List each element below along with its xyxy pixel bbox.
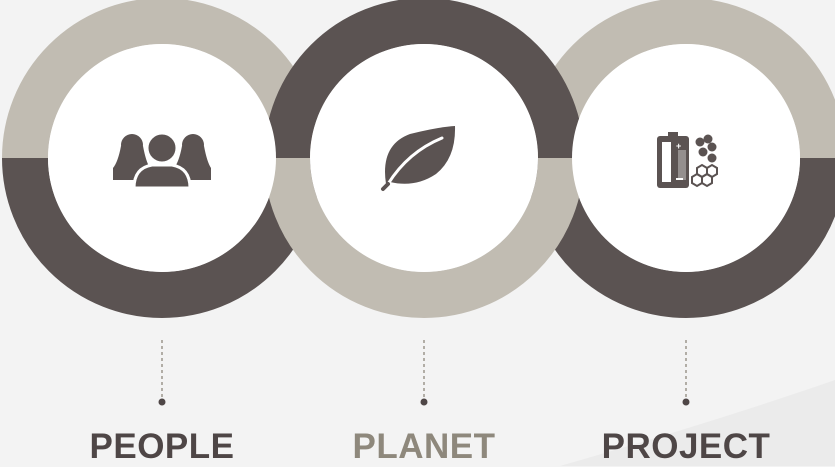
- label-people: PEOPLE: [89, 427, 235, 466]
- label-project: PROJECT: [601, 427, 771, 466]
- connector-dot-project: [682, 398, 690, 406]
- background-sweep: [560, 380, 835, 466]
- svg-text:+: +: [676, 141, 681, 151]
- people-group-icon: [113, 131, 211, 190]
- ring-people: [2, 0, 322, 318]
- ring-project: [526, 0, 835, 318]
- leaf-icon: [381, 126, 456, 191]
- ring-planet: [264, 0, 584, 318]
- battery-molecule-icon: +: [657, 132, 718, 188]
- connectors: [161, 340, 687, 398]
- label-planet: PLANET: [352, 427, 496, 466]
- connector-dot-planet: [420, 398, 428, 406]
- connector-dot-people: [158, 398, 166, 406]
